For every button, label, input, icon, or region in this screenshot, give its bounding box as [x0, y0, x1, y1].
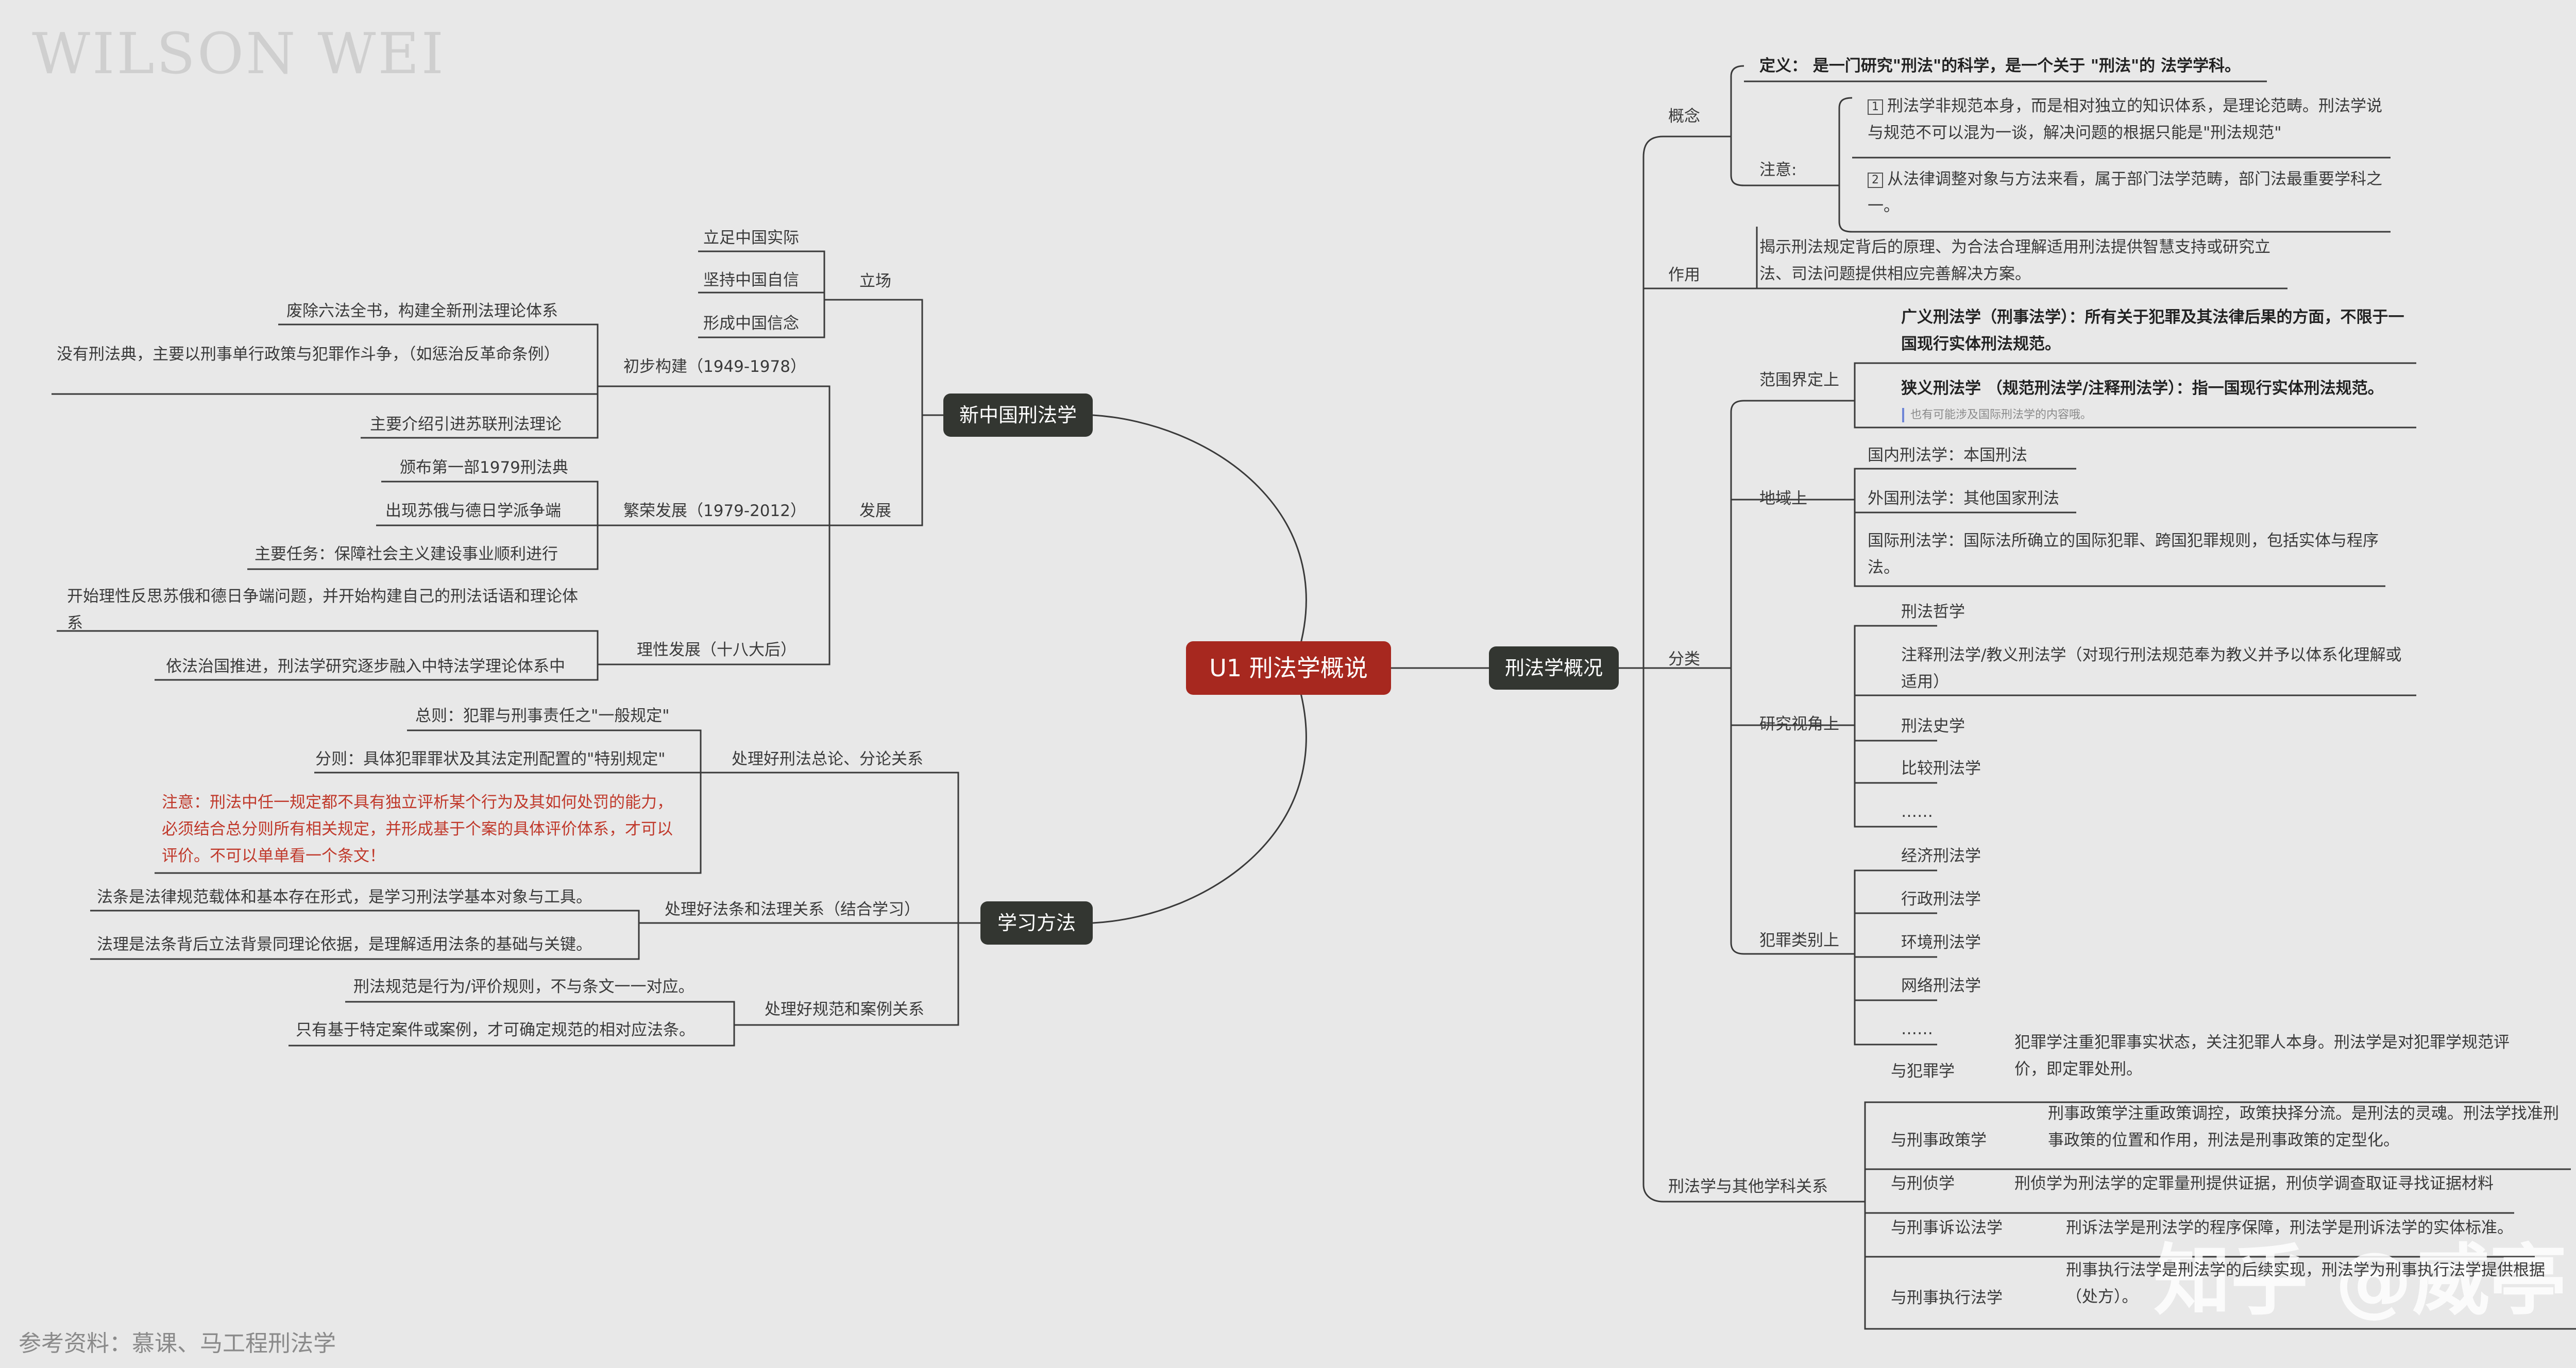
relation-key[interactable]: 与刑事执行法学 [1891, 1289, 2003, 1307]
author-watermark: WILSON WEI [32, 21, 446, 87]
stance-item[interactable]: 立足中国实际 [703, 229, 799, 247]
method-3-item[interactable]: 只有基于特定案件或案例，才可确定规范的相对应法条。 [296, 1021, 695, 1039]
classify-label[interactable]: 分类 [1668, 650, 1700, 669]
method-1-item[interactable]: 分则：具体犯罪罪状及其法定刑配置的"特别规定" [315, 750, 666, 768]
note-marker-icon [1902, 408, 1904, 422]
relation-label[interactable]: 刑法学与其他学科关系 [1668, 1177, 1828, 1196]
relation-value[interactable]: 刑事执行法学是刑法学的后续实现，刑法学为刑事执行法学提供根据（处方）。 [2066, 1261, 2545, 1306]
crime-item[interactable]: 行政刑法学 [1901, 890, 1981, 909]
scope-narrow[interactable]: 狭义刑法学 （规范刑法学/注释刑法学）：指一国现行实体刑法规范。 [1901, 379, 2384, 398]
relation-key[interactable]: 与刑事政策学 [1891, 1131, 1987, 1150]
relation-key[interactable]: 与刑侦学 [1891, 1174, 1955, 1193]
relation-value[interactable]: 刑侦学为刑法学的定罪量刑提供证据，刑侦学调查取证寻找证据材料 [2014, 1174, 2494, 1193]
scope-label[interactable]: 范围界定上 [1759, 371, 1839, 389]
number-2-icon: 2 [1868, 172, 1883, 188]
view-item[interactable]: …… [1901, 802, 1933, 821]
initial-item[interactable]: 主要介绍引进苏联刑法理论 [370, 415, 562, 434]
view-item[interactable]: 刑法史学 [1901, 717, 1965, 736]
rational-item[interactable]: 开始理性反思苏俄和德日争端问题，并开始构建自己的刑法话语和理论体系 [67, 587, 578, 632]
view-item[interactable]: 比较刑法学 [1901, 759, 1981, 778]
scope-note: 也有可能涉及国际刑法学的内容哦。 [1910, 408, 2092, 421]
method-1-item[interactable]: 总则：犯罪与刑事责任之"一般规定" [415, 707, 670, 725]
view-item[interactable]: 注释刑法学/教义刑法学（对现行刑法规范奉为教义并予以体系化理解或适用） [1901, 646, 2402, 691]
initial-label[interactable]: 初步构建（1949-1978） [623, 357, 806, 376]
stance-item[interactable]: 形成中国信念 [703, 314, 799, 333]
method-2-item[interactable]: 法条是法律规范载体和基本存在形式，是学习刑法学基本对象与工具。 [97, 888, 592, 907]
relation-key[interactable]: 与犯罪学 [1891, 1062, 1955, 1081]
initial-item[interactable]: 没有刑法典，主要以刑事单行政策与犯罪作斗争，（如惩治反革命条例） [57, 345, 560, 364]
crime-item[interactable]: …… [1901, 1020, 1933, 1038]
branch-overview[interactable]: 刑法学概况 [1489, 646, 1619, 690]
view-item[interactable]: 刑法哲学 [1901, 603, 1965, 621]
crime-item[interactable]: 网络刑法学 [1901, 977, 1981, 995]
branch-new-china[interactable]: 新中国刑法学 [943, 394, 1093, 437]
method-1-warning[interactable]: 注意：刑法中任一规定都不具有独立评析某个行为及其如何处罚的能力，必须结合总分则所… [162, 793, 673, 865]
method-2-item[interactable]: 法理是法条背后立法背景同理论依据，是理解适用法条的基础与关键。 [97, 935, 592, 954]
source-note: 参考资料：慕课、马工程刑法学 [19, 1330, 336, 1357]
view-label[interactable]: 研究视角上 [1759, 715, 1839, 733]
crime-item[interactable]: 经济刑法学 [1901, 847, 1981, 865]
rational-item[interactable]: 依法治国推进，刑法学研究逐步融入中特法学理论体系中 [166, 657, 565, 676]
role-text[interactable]: 揭示刑法规定背后的原理、为合法合理解适用刑法提供智慧支持或研究立法、司法问题提供… [1759, 238, 2270, 283]
root-topic[interactable]: U1 刑法学概说 [1186, 641, 1391, 695]
method-3-label[interactable]: 处理好规范和案例关系 [765, 1000, 924, 1019]
region-item[interactable]: 外国刑法学：其他国家刑法 [1868, 489, 2059, 508]
prosper-item[interactable]: 颁布第一部1979刑法典 [400, 458, 568, 477]
method-3-item[interactable]: 刑法规范是行为/评价规则，不与条文一一对应。 [353, 978, 694, 996]
branch-method[interactable]: 学习方法 [980, 901, 1093, 945]
note-1-text: 刑法学非规范本身，而是相对独立的知识体系，是理论范畴。刑法学说与规范不可以混为一… [1868, 97, 2382, 142]
crime-item[interactable]: 环境刑法学 [1901, 933, 1981, 952]
stance-label[interactable]: 立场 [859, 272, 891, 290]
concept-label[interactable]: 概念 [1668, 107, 1700, 126]
relation-value[interactable]: 犯罪学注重犯罪事实状态，关注犯罪人本身。刑法学是对犯罪学规范评价，即定罪处刑。 [2014, 1033, 2510, 1079]
region-label[interactable]: 地域上 [1759, 489, 1807, 508]
concept-definition[interactable]: 定义： 是一门研究"刑法"的科学，是一个关于 "刑法"的 法学学科。 [1759, 57, 2241, 75]
note-2-text: 从法律调整对象与方法来看，属于部门法学范畴，部门法最重要学科之一。 [1868, 170, 2382, 215]
region-item[interactable]: 国内刑法学：本国刑法 [1868, 446, 2027, 465]
prosper-label[interactable]: 繁荣发展（1979-2012） [623, 502, 806, 520]
scope-broad[interactable]: 广义刑法学（刑事法学）：所有关于犯罪及其法律后果的方面，不限于一国现行实体刑法规… [1901, 308, 2404, 353]
number-1-icon: 1 [1868, 99, 1883, 115]
method-2-label[interactable]: 处理好法条和法理关系（结合学习） [665, 900, 920, 919]
prosper-item[interactable]: 出现苏俄与德日学派争端 [385, 502, 561, 520]
rational-label[interactable]: 理性发展（十八大后） [637, 641, 796, 659]
role-label[interactable]: 作用 [1668, 266, 1700, 284]
prosper-item[interactable]: 主要任务：保障社会主义建设事业顺利进行 [255, 545, 558, 563]
method-1-label[interactable]: 处理好刑法总论、分论关系 [732, 750, 923, 768]
crime-label[interactable]: 犯罪类别上 [1759, 931, 1839, 950]
relation-value[interactable]: 刑诉法学是刑法学的程序保障，刑法学是刑诉法学的实体标准。 [2066, 1219, 2513, 1237]
relation-key[interactable]: 与刑事诉讼法学 [1891, 1219, 2003, 1237]
note-label[interactable]: 注意: [1759, 161, 1797, 179]
relation-value[interactable]: 刑事政策学注重政策调控，政策抉择分流。是刑法的灵魂。刑法学找准刑事政策的位置和作… [2048, 1104, 2559, 1150]
dev-label[interactable]: 发展 [859, 502, 891, 520]
region-item[interactable]: 国际刑法学：国际法所确立的国际犯罪、跨国犯罪规则，包括实体与程序法。 [1868, 532, 2379, 577]
initial-item[interactable]: 废除六法全书，构建全新刑法理论体系 [286, 302, 558, 320]
stance-item[interactable]: 坚持中国自信 [703, 271, 799, 289]
brand-watermark: 知乎 @威亭 [2154, 1236, 2567, 1326]
